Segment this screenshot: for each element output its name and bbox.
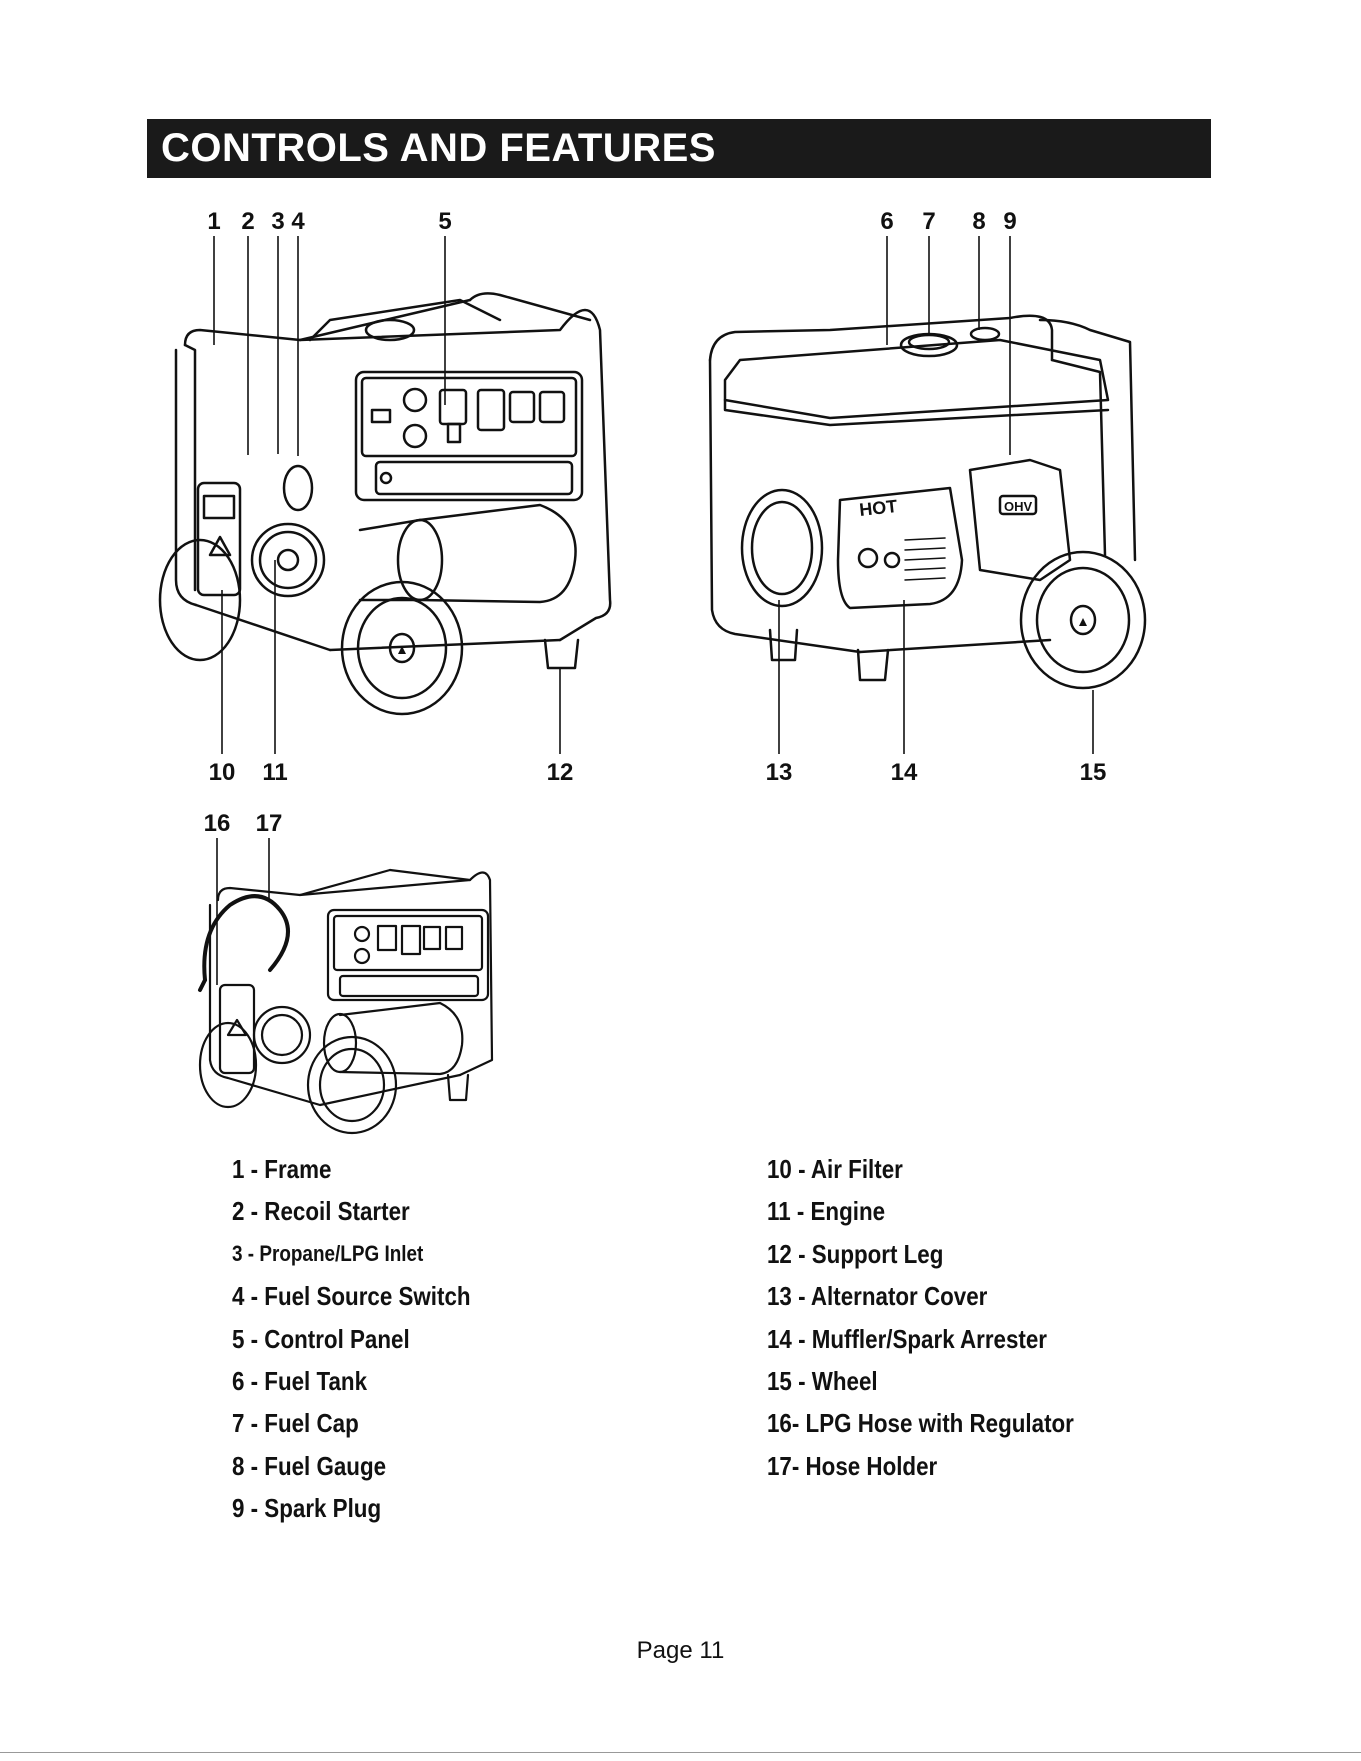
bottom-divider	[0, 1752, 1361, 1753]
legend-item-3: 3 - Propane/LPG Inlet	[232, 1240, 424, 1266]
legend-right-column: 10 - Air Filter 11 - Engine 12 - Support…	[767, 1148, 1124, 1487]
callout-1: 1	[207, 208, 221, 235]
legend-item-12: 12 - Support Leg	[767, 1238, 944, 1269]
legend-item-14: 14 - Muffler/Spark Arrester	[767, 1323, 1048, 1354]
section-title-banner: CONTROLS AND FEATURES	[147, 119, 1211, 178]
callout-11: 11	[262, 759, 288, 786]
legend-item-5: 5 - Control Panel	[232, 1323, 410, 1354]
callout-7: 7	[922, 208, 936, 235]
legend-item-7: 7 - Fuel Cap	[232, 1408, 359, 1439]
callout-15: 15	[1079, 759, 1107, 786]
callout-12: 12	[546, 759, 574, 786]
legend-item-15: 15 - Wheel	[767, 1365, 878, 1396]
legend-item-4: 4 - Fuel Source Switch	[232, 1281, 471, 1312]
engine-ohv-label: OHV	[1004, 499, 1033, 514]
legend-item-10: 10 - Air Filter	[767, 1154, 903, 1184]
legend-item-16: 16- LPG Hose with Regulator	[767, 1408, 1074, 1439]
callout-5: 5	[438, 208, 452, 235]
page-number: Page 11	[636, 1637, 725, 1664]
legend-item-1: 1 - Frame	[232, 1154, 332, 1184]
callout-10: 10	[208, 759, 236, 786]
callout-9: 9	[1003, 208, 1017, 235]
callout-2: 2	[241, 208, 255, 235]
legend-item-17: 17- Hose Holder	[767, 1450, 938, 1481]
legend-item-13: 13 - Alternator Cover	[767, 1281, 988, 1312]
callout-17: 17	[255, 810, 283, 837]
callout-14: 14	[890, 759, 918, 786]
legend-item-9: 9 - Spark Plug	[232, 1493, 382, 1524]
callout-13: 13	[765, 759, 793, 786]
legend-left-column: 1 - Frame 2 - Recoil Starter 3 - Propane…	[232, 1148, 509, 1530]
legend-item-2: 2 - Recoil Starter	[232, 1196, 410, 1227]
legend-item-8: 8 - Fuel Gauge	[232, 1450, 387, 1481]
legend-item-11: 11 - Engine	[767, 1196, 886, 1227]
callout-4: 4	[291, 208, 305, 235]
callout-16: 16	[203, 810, 231, 837]
callout-3: 3	[271, 208, 285, 235]
callout-8: 8	[972, 208, 986, 235]
legend-item-6: 6 - Fuel Tank	[232, 1365, 368, 1396]
callout-6: 6	[880, 208, 894, 235]
muffler-hot-label: HOT	[858, 496, 898, 520]
